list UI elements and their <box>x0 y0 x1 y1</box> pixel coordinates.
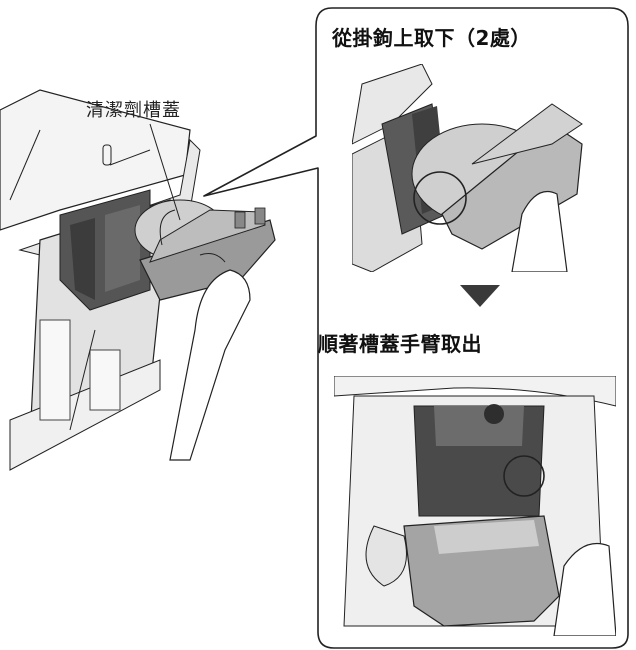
pull-out-along-arm-illustration <box>334 376 616 636</box>
unhook-from-hooks-illustration <box>352 64 583 272</box>
tray-cover-removal-illustration <box>0 89 276 471</box>
step-2-title: 順著槽蓋手臂取出 <box>318 332 482 356</box>
detergent-tray-cover-label: 清潔劑槽蓋 <box>86 100 181 121</box>
down-arrow-icon <box>460 285 500 307</box>
step-1-title: 從掛鉤上取下（2處） <box>332 26 531 50</box>
